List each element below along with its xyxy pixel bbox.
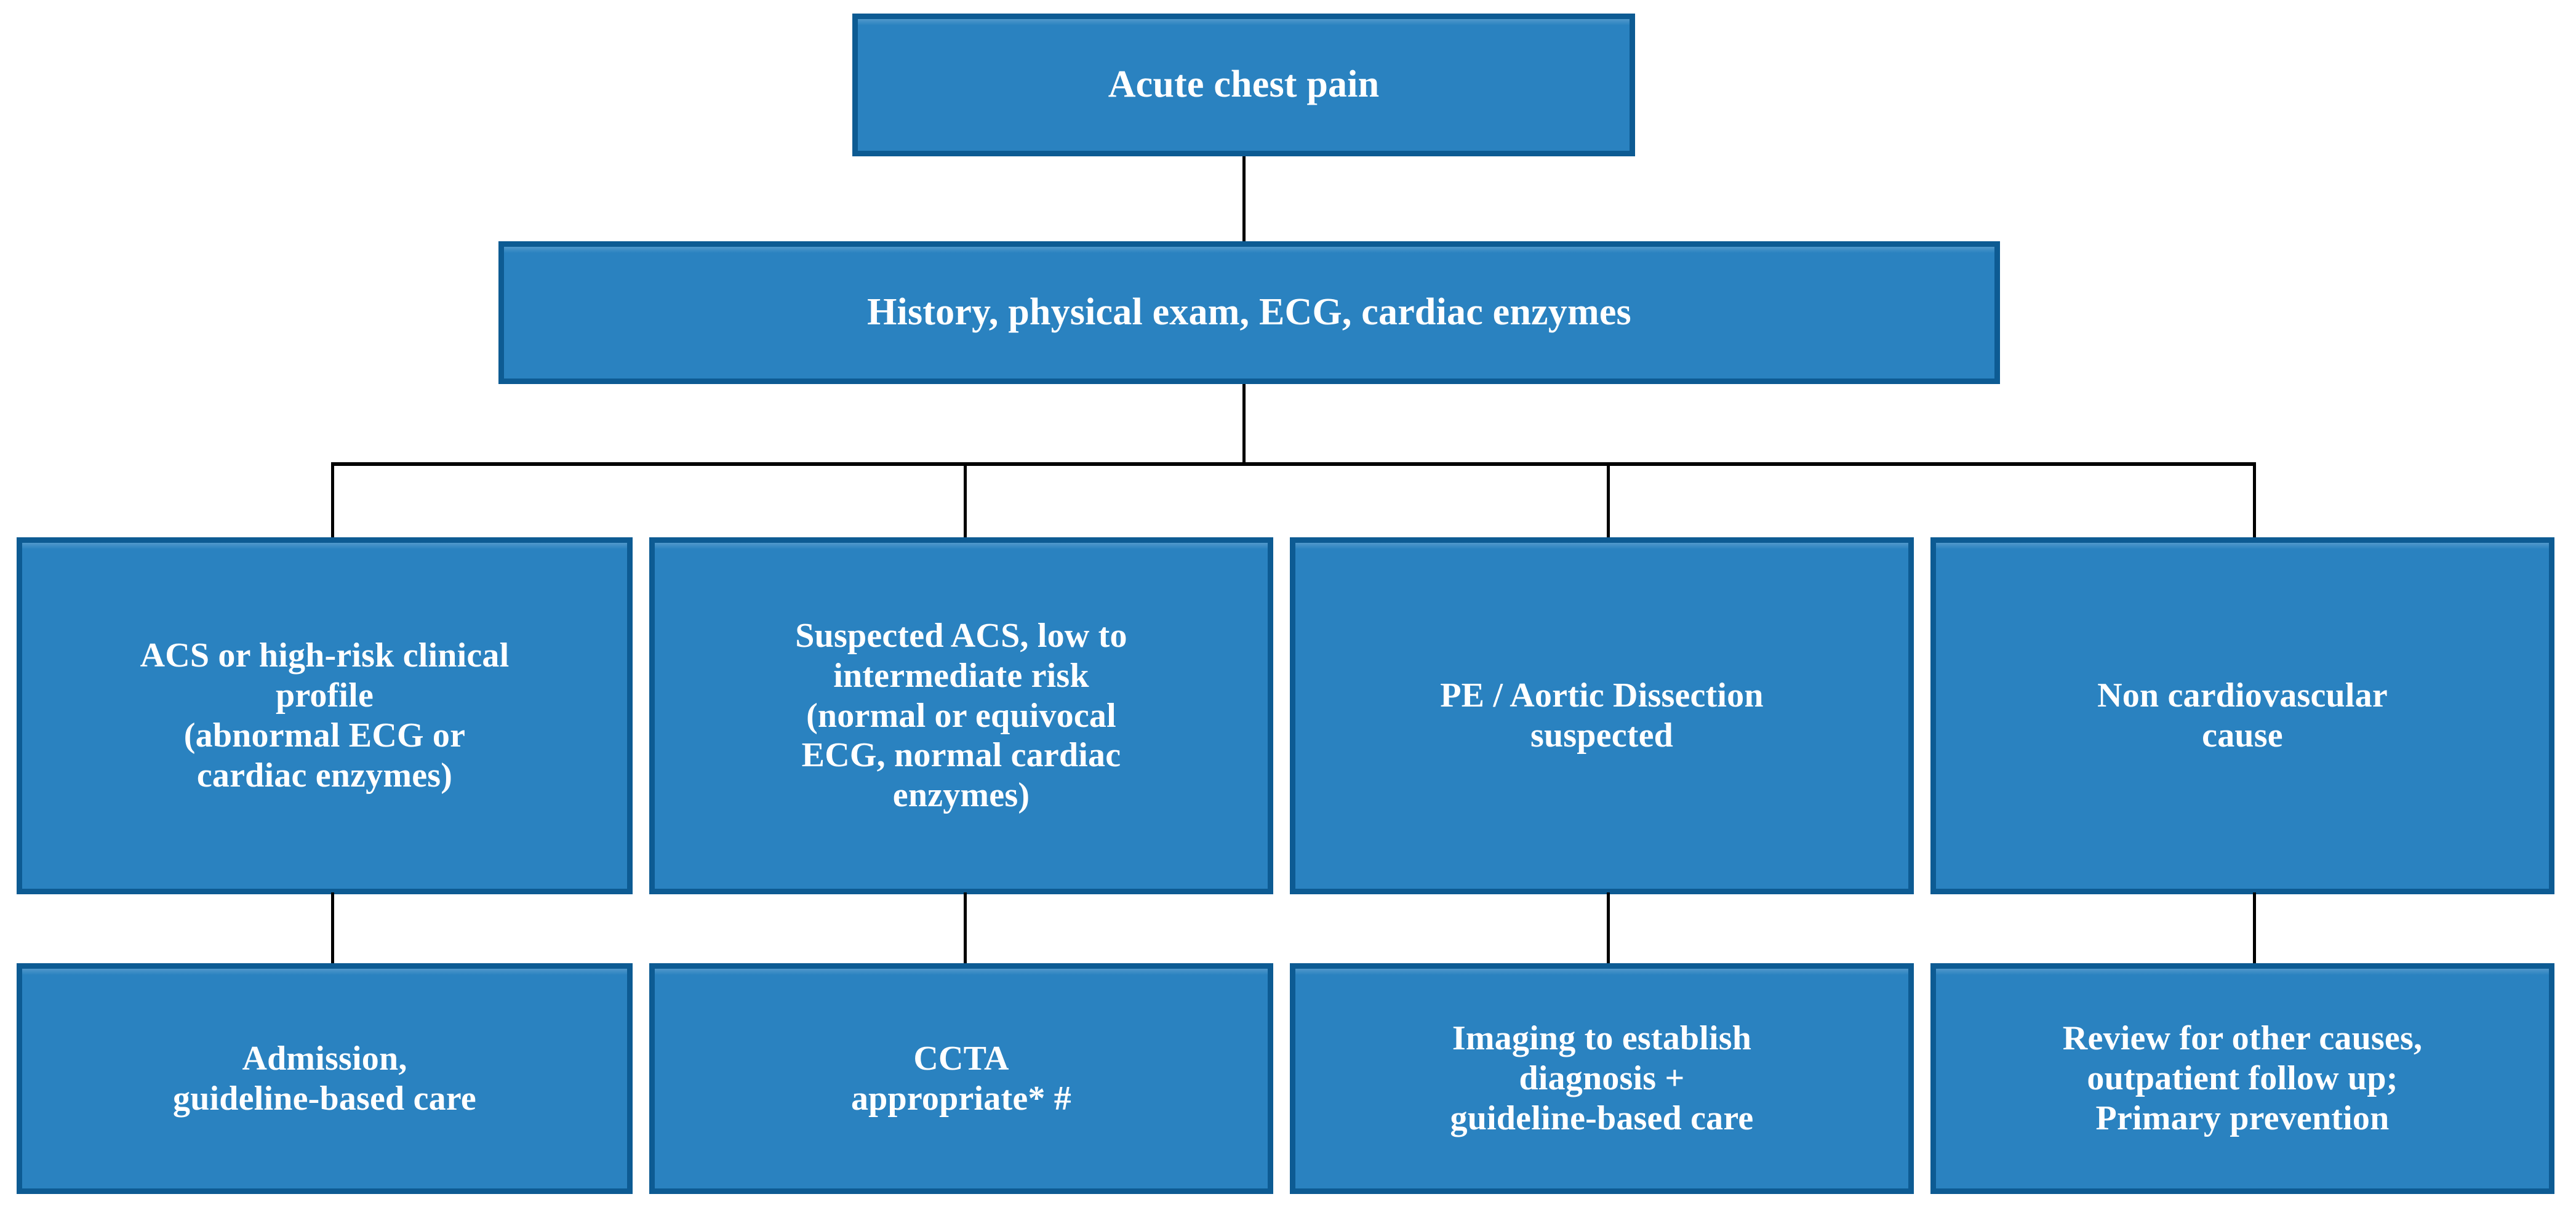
connector-branch2-to-outcome2	[964, 892, 967, 965]
node-suspected-acs-low-risk[interactable]: Suspected ACS, low to intermediate risk …	[649, 537, 1273, 894]
connector-bus-to-branch3	[1607, 462, 1610, 539]
node-suspected-acs-low-risk-label: Suspected ACS, low to intermediate risk …	[795, 616, 1127, 815]
node-non-cardiovascular-cause-label: Non cardiovascular cause	[2097, 676, 2388, 755]
node-initial-workup-label: History, physical exam, ECG, cardiac enz…	[867, 291, 1631, 334]
node-ccta-appropriate-label: CCTA appropriate* #	[850, 1039, 1071, 1118]
connector-branch3-to-outcome3	[1607, 892, 1610, 965]
node-acute-chest-pain-label: Acute chest pain	[1108, 63, 1380, 106]
connector-root-to-workup	[1242, 156, 1246, 241]
connector-bus-to-branch1	[331, 462, 334, 539]
node-review-other-causes[interactable]: Review for other causes, outpatient foll…	[1930, 963, 2554, 1194]
node-admission-guideline-care-label: Admission, guideline-based care	[173, 1039, 476, 1118]
connector-bus-to-branch4	[2253, 462, 2256, 539]
node-pe-aortic-dissection[interactable]: PE / Aortic Dissection suspected	[1290, 537, 1914, 894]
connector-branch-bus	[331, 462, 2256, 466]
node-review-other-causes-label: Review for other causes, outpatient foll…	[2062, 1019, 2423, 1137]
node-ccta-appropriate[interactable]: CCTA appropriate* #	[649, 963, 1273, 1194]
node-imaging-guideline-care[interactable]: Imaging to establish diagnosis + guideli…	[1290, 963, 1914, 1194]
node-non-cardiovascular-cause[interactable]: Non cardiovascular cause	[1930, 537, 2554, 894]
node-acs-high-risk-label: ACS or high-risk clinical profile (abnor…	[140, 636, 510, 795]
node-acute-chest-pain[interactable]: Acute chest pain	[852, 14, 1635, 156]
node-admission-guideline-care[interactable]: Admission, guideline-based care	[17, 963, 633, 1194]
node-acs-high-risk[interactable]: ACS or high-risk clinical profile (abnor…	[17, 537, 633, 894]
node-imaging-guideline-care-label: Imaging to establish diagnosis + guideli…	[1450, 1019, 1754, 1137]
node-initial-workup[interactable]: History, physical exam, ECG, cardiac enz…	[498, 241, 2000, 384]
connector-branch1-to-outcome1	[331, 892, 334, 965]
connector-workup-to-bus	[1242, 384, 1246, 465]
connector-bus-to-branch2	[964, 462, 967, 539]
connector-branch4-to-outcome4	[2253, 892, 2256, 965]
node-pe-aortic-dissection-label: PE / Aortic Dissection suspected	[1440, 676, 1764, 755]
